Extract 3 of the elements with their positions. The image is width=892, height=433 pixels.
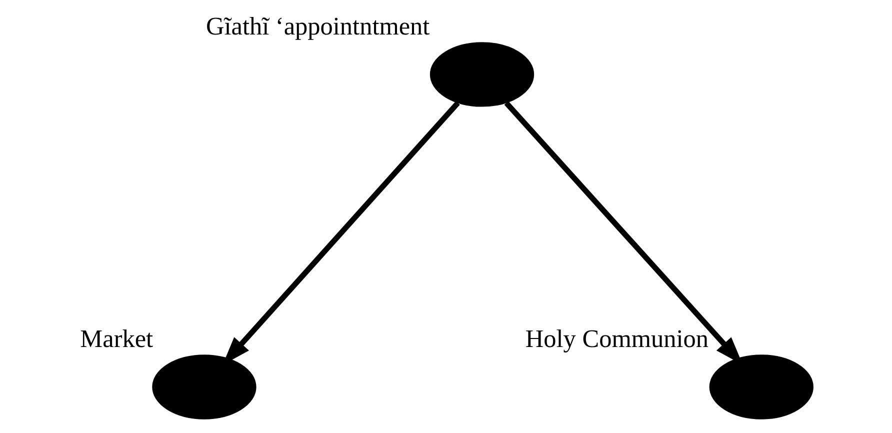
node-label: Holy Communion: [524, 325, 708, 354]
node-label: Gĩathĩ ‘appointntment: [206, 12, 430, 41]
node-label: Market: [80, 325, 153, 354]
